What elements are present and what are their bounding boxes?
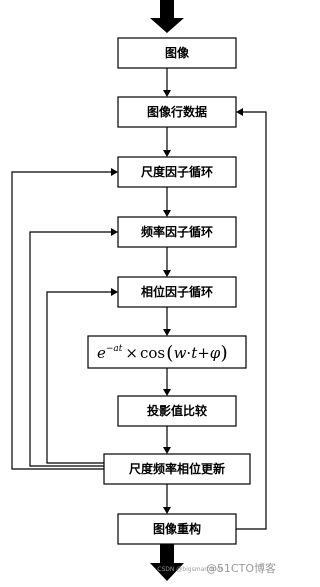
node-image — [117, 37, 237, 69]
node-update — [103, 453, 251, 485]
arrowhead — [163, 270, 171, 277]
node-image-label: 图像 — [165, 45, 190, 60]
node-formula — [87, 335, 247, 369]
watermark-small: CSDN @bigsmartdoor — [157, 566, 223, 573]
start-arrow — [150, 0, 184, 33]
node-scale-loop-label: 尺度因子循环 — [141, 164, 213, 179]
loop-to-scale — [11, 171, 112, 470]
node-scale-loop — [117, 156, 237, 188]
watermark-big: @51CTO博客 — [206, 561, 276, 575]
arrowhead — [163, 150, 171, 157]
arrowhead — [163, 389, 171, 396]
arrowhead — [111, 168, 118, 176]
node-update-label: 尺度频率相位更新 — [129, 461, 225, 476]
node-reconstruct — [117, 513, 237, 545]
node-row-data — [117, 96, 237, 128]
arrowhead — [111, 288, 118, 296]
node-phase-loop — [117, 276, 237, 308]
loop-reconstruct-to-rowdata — [236, 111, 267, 530]
arrowhead — [163, 329, 171, 336]
node-reconstruct-label: 图像重构 — [153, 521, 201, 536]
end-arrow — [150, 544, 184, 581]
node-projection — [117, 395, 237, 427]
arrowhead — [111, 228, 118, 236]
flowchart: 图像 图像行数据 尺度因子循环 频率因子循环 相位因子循环 e−at×cos(w… — [11, 0, 276, 581]
node-projection-label: 投影值比较 — [147, 403, 207, 418]
arrowhead — [163, 507, 171, 514]
loop-to-phase — [46, 291, 112, 464]
formula-expression: e−at×cos(w·t+φ) — [97, 342, 228, 364]
arrowhead — [236, 108, 243, 116]
node-row-data-label: 图像行数据 — [147, 104, 207, 119]
arrowhead — [163, 90, 171, 97]
node-freq-loop — [117, 216, 237, 248]
node-phase-loop-label: 相位因子循环 — [141, 284, 213, 299]
loop-to-freq — [29, 231, 112, 467]
arrowhead — [163, 447, 171, 454]
node-freq-loop-label: 频率因子循环 — [141, 224, 213, 239]
arrowhead — [163, 210, 171, 217]
